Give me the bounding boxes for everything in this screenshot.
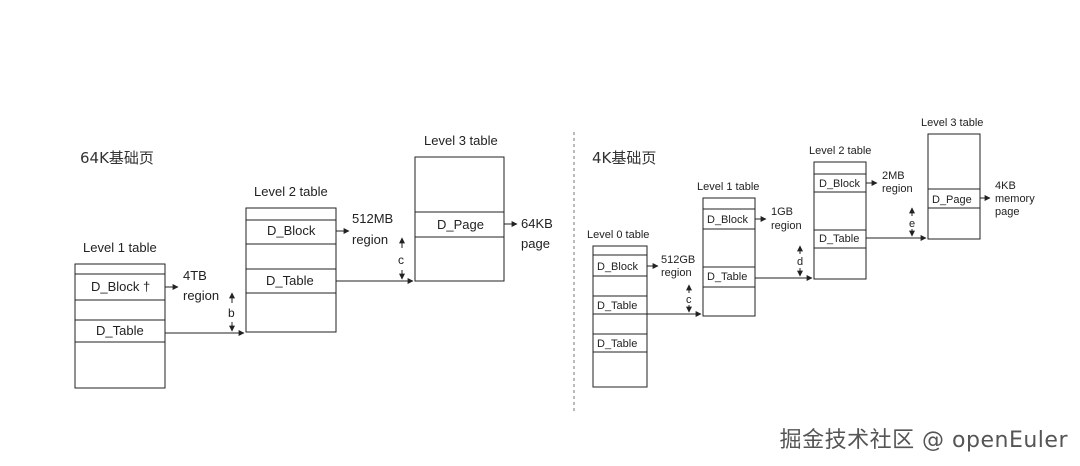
- right-d-label: d: [797, 256, 803, 268]
- right-l1-title: Level 1 table: [697, 181, 759, 193]
- right-level1-table: [702, 197, 756, 317]
- right-4kb-line3: page: [995, 206, 1019, 218]
- right-1gb-line1: 1GB: [771, 206, 793, 218]
- watermark: 掘金技术社区 @ openEuler: [779, 428, 1068, 453]
- right-level3-table: [927, 133, 981, 240]
- right-l0-block: D_Block: [597, 261, 638, 273]
- right-level2-table: [813, 161, 867, 280]
- left-64kb-line1: 64KB: [521, 216, 553, 231]
- right-4kb-line2: memory: [995, 193, 1035, 205]
- right-l0-title: Level 0 table: [587, 229, 649, 241]
- left-l2-title: Level 2 table: [254, 184, 328, 199]
- right-512gb-line1: 512GB: [661, 254, 695, 266]
- left-l2-table: D_Table: [266, 273, 314, 288]
- left-level3-table: [414, 156, 505, 282]
- left-4tb-line2: region: [183, 288, 219, 303]
- right-l3-title: Level 3 table: [921, 117, 983, 129]
- right-l1-table: D_Table: [707, 271, 747, 283]
- right-level0-table: [592, 245, 648, 388]
- right-4kb-line1: 4KB: [995, 180, 1016, 192]
- left-level2-table: [245, 207, 337, 333]
- left-c-label: c: [398, 253, 404, 267]
- right-c-label: c: [686, 294, 692, 306]
- left-l1-table: D_Table: [96, 323, 144, 338]
- right-512gb-line2: region: [661, 267, 692, 279]
- right-l2-block: D_Block: [819, 178, 860, 190]
- left-4tb-line1: 4TB: [183, 268, 207, 283]
- right-l0-table2: D_Table: [597, 338, 637, 350]
- right-l0-table1: D_Table: [597, 300, 637, 312]
- left-level1-table: [74, 263, 166, 389]
- right-arrows: [647, 180, 991, 317]
- right-2mb-line1: 2MB: [882, 170, 905, 182]
- right-1gb-line2: region: [771, 220, 802, 232]
- right-l2-title: Level 2 table: [809, 145, 871, 157]
- left-b-label: b: [228, 306, 235, 320]
- right-l1-block: D_Block: [707, 214, 748, 226]
- left-l3-page: D_Page: [437, 217, 484, 232]
- right-e-label: e: [909, 218, 915, 230]
- right-2mb-line2: region: [882, 183, 913, 195]
- left-arrows: [165, 221, 518, 336]
- right-title: 4K基础页: [592, 149, 656, 167]
- right-l3-page: D_Page: [932, 194, 972, 206]
- left-l1-block: D_Block †: [91, 279, 150, 294]
- left-title: 64K基础页: [80, 149, 154, 167]
- left-l1-title: Level 1 table: [83, 240, 157, 255]
- left-512mb-line1: 512MB: [352, 211, 393, 226]
- left-64kb-line2: page: [521, 236, 550, 251]
- left-512mb-line2: region: [352, 232, 388, 247]
- right-l2-table: D_Table: [819, 233, 859, 245]
- left-l3-title: Level 3 table: [424, 133, 498, 148]
- left-l2-block: D_Block: [267, 223, 316, 238]
